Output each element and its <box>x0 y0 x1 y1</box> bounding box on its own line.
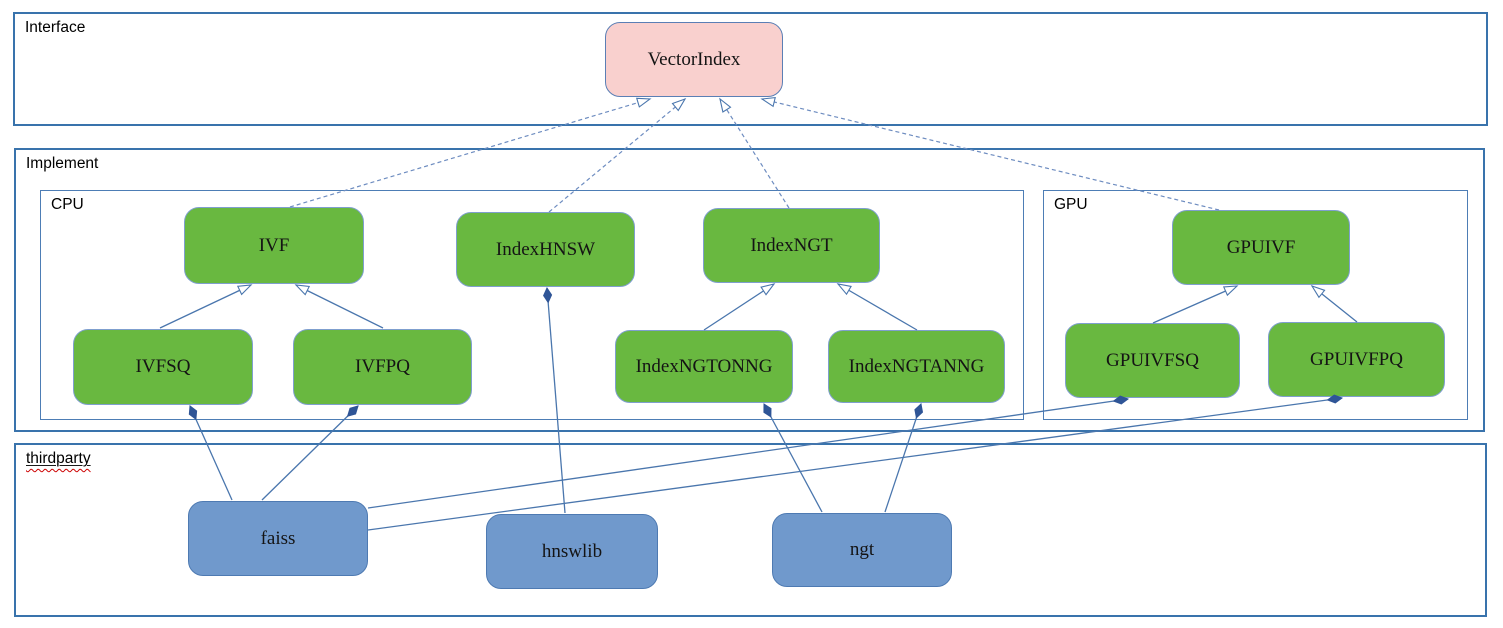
node-label: hnswlib <box>541 540 603 562</box>
section-label-thirdparty: thirdparty <box>26 450 91 468</box>
node-IndexNGTONNG: IndexNGTONNG <box>615 330 793 403</box>
node-label: IndexNGT <box>750 234 833 256</box>
node-IndexNGT: IndexNGT <box>703 208 880 283</box>
section-label-interface: Interface <box>25 19 86 36</box>
node-label: IndexNGTONNG <box>635 355 773 377</box>
node-ngt: ngt <box>772 513 952 587</box>
node-label: VectorIndex <box>647 48 741 70</box>
node-hnswlib: hnswlib <box>486 514 658 589</box>
section-label-gpu: GPU <box>1054 196 1088 213</box>
node-IndexNGTANNG: IndexNGTANNG <box>828 330 1005 403</box>
node-label: IVF <box>258 234 290 256</box>
section-label-cpu: CPU <box>51 196 84 213</box>
node-faiss: faiss <box>188 501 368 576</box>
node-GPUIVF: GPUIVF <box>1172 210 1350 285</box>
node-label: GPUIVFSQ <box>1106 349 1199 371</box>
node-IVFPQ: IVFPQ <box>293 329 472 405</box>
node-IVF: IVF <box>184 207 364 284</box>
section-label-implement: Implement <box>26 155 99 172</box>
node-GPUIVFSQ: GPUIVFSQ <box>1065 323 1240 398</box>
node-label: ngt <box>849 539 875 560</box>
node-IndexHNSW: IndexHNSW <box>456 212 635 287</box>
node-IVFSQ: IVFSQ <box>73 329 253 405</box>
section-label-text: thirdparty <box>26 450 91 467</box>
node-VectorIndex: VectorIndex <box>605 22 783 97</box>
node-label: IVFSQ <box>135 356 191 377</box>
node-label: GPUIVFPQ <box>1310 348 1403 370</box>
node-label: IndexNGTANNG <box>848 355 985 377</box>
node-GPUIVFPQ: GPUIVFPQ <box>1268 322 1445 397</box>
node-label: GPUIVF <box>1226 236 1296 258</box>
node-label: faiss <box>260 527 296 549</box>
node-label: IVFPQ <box>355 356 410 377</box>
node-label: IndexHNSW <box>495 238 596 260</box>
